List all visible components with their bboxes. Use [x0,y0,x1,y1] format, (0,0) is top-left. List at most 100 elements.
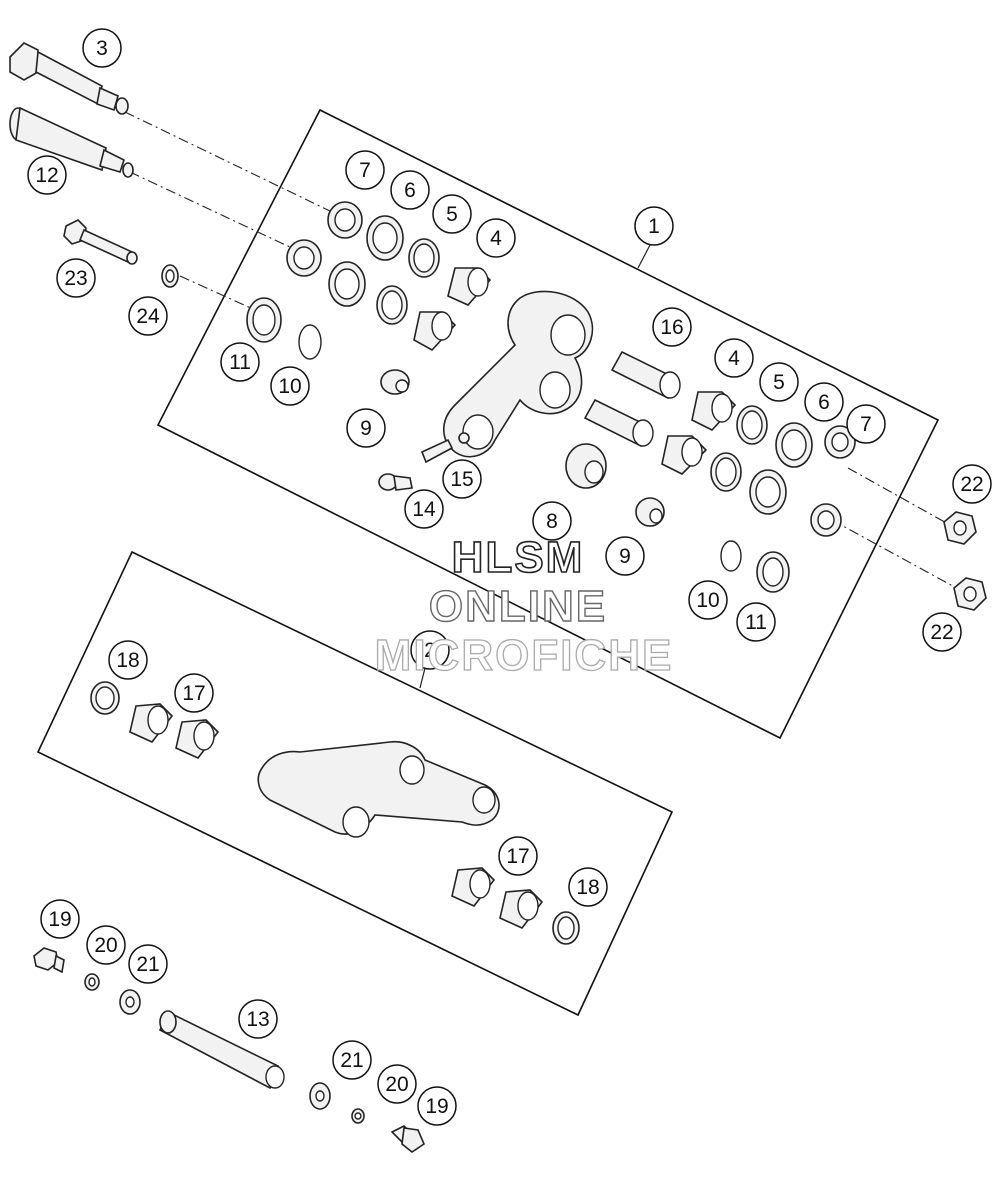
callout-circle [476,218,516,258]
seal-icon [756,551,790,593]
callout-circle [82,28,122,68]
callout-4: 4 [476,218,516,258]
callout-17: 17 [498,836,538,876]
callout-label: 8 [546,510,558,533]
callout-label: 15 [450,468,473,491]
washer-icon [351,1108,365,1124]
callout-circle [410,630,450,670]
bushing-icon [691,391,737,431]
callout-5: 5 [759,362,799,402]
callout-circle [108,640,148,680]
bolt-icon [33,947,65,974]
washer-icon [161,264,179,288]
callout-circle [846,404,886,444]
alignment-line [179,275,256,311]
callout-circle [759,362,799,402]
callout-circle [345,150,385,190]
callout-24: 24 [128,296,168,336]
callout-circle [86,925,126,965]
callout-22: 22 [952,464,992,504]
watermark-line-2: ONLINE [429,582,607,631]
pin-icon [158,1010,285,1090]
callout-14: 14 [404,489,444,529]
callout-label: 9 [360,417,372,440]
bolt-icon [9,106,134,178]
callout-17: 17 [174,673,214,713]
callout-circle [128,296,168,336]
callout-label: 23 [64,267,87,290]
o-ring-icon [298,324,322,360]
callout-2: 2 [410,630,450,670]
callout-label: 24 [136,305,160,328]
alignment-line [847,467,951,526]
callout-10: 10 [688,580,728,620]
callout-9: 9 [346,408,386,448]
callout-label: 2 [424,639,436,662]
callout-label: 6 [404,179,416,202]
callout-19: 19 [40,899,80,939]
washer-icon [736,405,768,445]
nut-icon [953,577,987,611]
callout-13: 13 [238,999,278,1039]
callout-circle [432,194,472,234]
alignment-line [129,171,293,249]
seal-icon [552,911,580,945]
callout-21: 21 [332,1040,372,1080]
callout-label: 18 [116,649,139,672]
callout-23: 23 [56,258,96,298]
callout-label: 3 [96,37,108,60]
callout-1: 1 [634,206,674,246]
callout-label: 13 [246,1008,269,1031]
callout-18: 18 [568,867,608,907]
washer-icon [408,238,440,278]
callout-circle [346,408,386,448]
bushing-icon [610,350,681,400]
callout-label: 18 [576,876,599,899]
callout-label: 21 [136,953,159,976]
callout-label: 1 [648,215,660,238]
bushing-icon [129,703,174,743]
o-ring-icon [720,540,742,572]
callout-label: 21 [340,1049,363,1072]
callout-label: 4 [728,347,740,370]
bushing-icon [175,719,220,759]
bolt-icon [9,42,129,115]
callout-circle [40,899,80,939]
bolt-icon [390,1125,425,1153]
alignment-line [831,519,961,591]
callout-label: 9 [619,545,631,568]
callout-circle [952,464,992,504]
callout-circle [688,580,728,620]
callout-8: 8 [532,501,572,541]
callout-circle [568,867,608,907]
callout-circle [128,944,168,984]
callout-19: 19 [417,1086,457,1126]
callout-circle [238,999,278,1039]
nut-icon [943,511,977,545]
callout-circle [498,836,538,876]
callout-circle [404,489,444,529]
seal-icon [810,503,842,537]
callout-label: 20 [94,934,117,957]
cap-icon [378,473,413,491]
callout-circle [714,338,754,378]
callout-circle [220,342,260,382]
callout-circle [56,258,96,298]
callout-label: 19 [425,1095,448,1118]
seal-icon [366,215,404,261]
watermark-line-1: HLSM [452,533,585,582]
callout-15: 15 [442,459,482,499]
callout-label: 20 [385,1073,408,1096]
leader-line [637,244,651,269]
seal-icon [775,422,813,468]
spacer-icon [380,369,410,395]
callout-label: 5 [773,371,785,394]
callout-9: 9 [605,536,645,576]
callout-circle [417,1086,457,1126]
callout-circle [804,382,844,422]
callout-12: 12 [27,155,67,195]
bushing-icon [583,398,654,448]
seal-icon [824,425,856,459]
callout-circle [736,602,776,642]
bushing-icon [661,435,708,475]
